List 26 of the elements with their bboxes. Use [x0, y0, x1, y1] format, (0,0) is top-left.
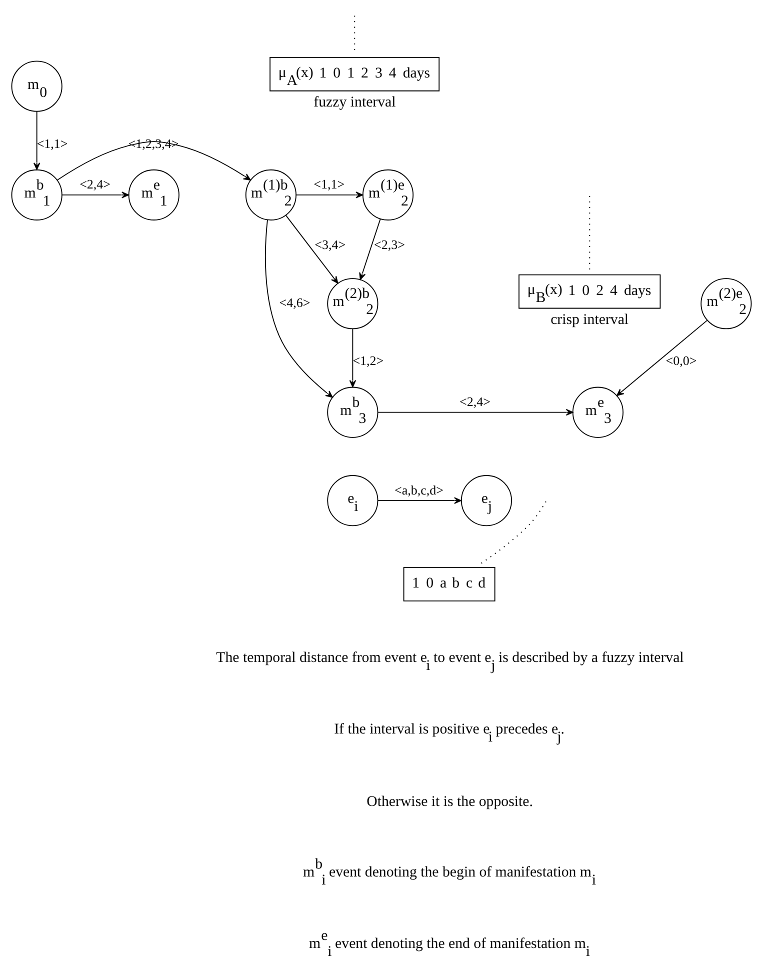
edge-label: <2,4> [80, 176, 110, 192]
node-box: 1 0 a b c d [403, 566, 496, 601]
arrow [359, 218, 381, 280]
edge-label: <1,2> [352, 352, 384, 368]
arrow [378, 408, 574, 416]
label: Otherwise it is the opposite. [366, 794, 533, 810]
arrow [616, 319, 708, 396]
edge-label: <2,3> [374, 236, 405, 252]
arrow [285, 214, 338, 284]
edge-label: <4,6> [279, 294, 310, 310]
arrow [264, 218, 333, 398]
node-label: crisp interval [550, 311, 629, 328]
edge-label: <0,0> [666, 352, 697, 368]
edge-label: <3,4> [314, 236, 346, 252]
edge-label: <1,1> [314, 176, 345, 192]
edge-label: <2,4> [460, 394, 490, 409]
arrow [296, 191, 363, 198]
node-label: fuzzy interval [314, 94, 396, 110]
edge-label: <1,1> [36, 135, 68, 150]
edge-label: <a,b,c,d> [394, 482, 444, 497]
arrow [377, 496, 462, 504]
arrow [61, 191, 129, 198]
arrow [33, 110, 40, 170]
arrow [349, 328, 356, 387]
arrow [56, 140, 251, 180]
connector [480, 500, 546, 564]
